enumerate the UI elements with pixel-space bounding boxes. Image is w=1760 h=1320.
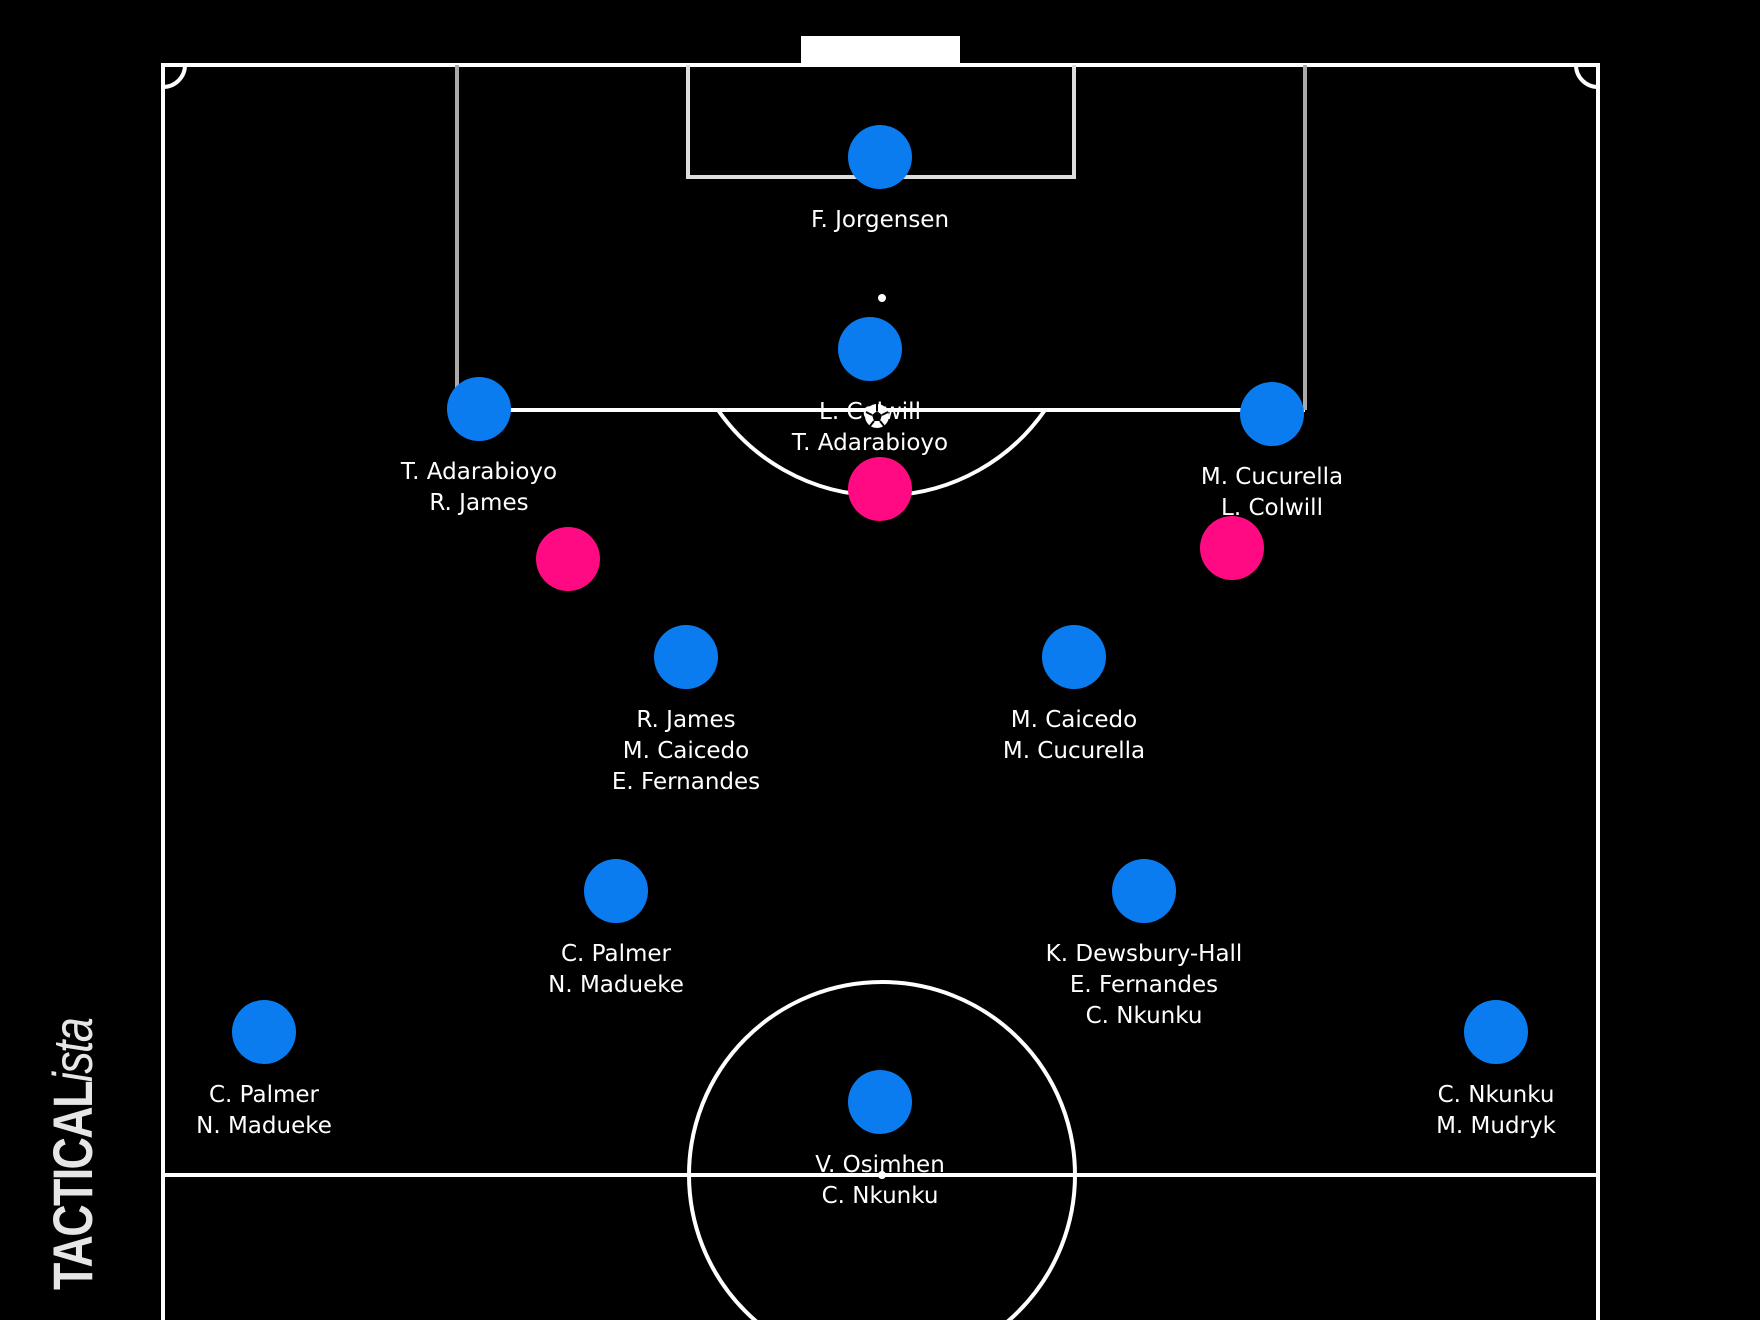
player-marker: R. James M. Caicedo E. Fernandes [612, 625, 760, 795]
corner-arc-left [162, 64, 187, 89]
player-name: V. Osimhen [815, 1152, 945, 1178]
logo-text-italic: ista [41, 1018, 104, 1083]
player-marker: F. Jorgensen [811, 125, 949, 233]
player-marker: T. Adarabioyo R. James [400, 377, 557, 516]
player-name: C. Palmer [209, 1082, 320, 1108]
player-name: T. Adarabioyo [791, 430, 948, 456]
player-name: M. Mudryk [1436, 1113, 1557, 1139]
opponent-marker [536, 527, 600, 591]
center-spot [878, 1171, 886, 1179]
player-dot [838, 317, 902, 381]
opponent-marker [848, 457, 912, 521]
player-dot [1112, 859, 1176, 923]
player-name: F. Jorgensen [811, 207, 949, 233]
player-dot [1240, 382, 1304, 446]
player-marker: K. Dewsbury-Hall E. Fernandes C. Nkunku [1046, 859, 1243, 1029]
player-name: E. Fernandes [612, 769, 760, 795]
player-dot [232, 1000, 296, 1064]
player-marker: C. Palmer N. Madueke [548, 859, 684, 998]
logo-text: TACTICAL [41, 1082, 104, 1290]
player-name: N. Madueke [548, 972, 684, 998]
goal [801, 36, 960, 67]
soccer-ball-icon [865, 404, 889, 428]
player-name: N. Madueke [196, 1113, 332, 1139]
player-name: C. Nkunku [822, 1183, 939, 1209]
player-name: R. James [636, 707, 735, 733]
player-dot [584, 859, 648, 923]
player-marker: M. Caicedo M. Cucurella [1003, 625, 1145, 764]
player-marker: V. Osimhen C. Nkunku [815, 1070, 945, 1209]
player-marker: C. Palmer N. Madueke [196, 1000, 332, 1139]
player-marker: L. ColwillT. Adarabioyo [791, 317, 948, 456]
player-dot [1042, 625, 1106, 689]
player-name: C. Nkunku [1438, 1082, 1555, 1108]
player-name: R. James [429, 490, 528, 516]
player-name: M. Cucurella [1003, 738, 1145, 764]
player-dot [848, 1070, 912, 1134]
player-dot [1464, 1000, 1528, 1064]
tacticalista-logo: TACTICALista [40, 1019, 105, 1290]
player-dot [447, 377, 511, 441]
player-name: L. Colwill [1221, 495, 1323, 521]
player-name: E. Fernandes [1070, 972, 1218, 998]
pitch-outline [161, 63, 1600, 1320]
player-marker: C. Nkunku M. Mudryk [1436, 1000, 1557, 1139]
penalty-spot [878, 294, 886, 302]
player-name: M. Caicedo [623, 738, 749, 764]
player-dot [654, 625, 718, 689]
player-name: K. Dewsbury-Hall [1046, 941, 1243, 967]
opponent-marker [1200, 516, 1264, 580]
player-name: T. Adarabioyo [400, 459, 557, 485]
player-dot [848, 125, 912, 189]
player-name: M. Cucurella [1201, 464, 1343, 490]
player-name: C. Palmer [561, 941, 672, 967]
center-circle [687, 980, 1077, 1320]
player-name: C. Nkunku [1086, 1003, 1203, 1029]
corner-arc-right [1574, 64, 1599, 89]
player-name: M. Caicedo [1011, 707, 1137, 733]
player-marker: M. Cucurella L. Colwill [1201, 382, 1343, 521]
